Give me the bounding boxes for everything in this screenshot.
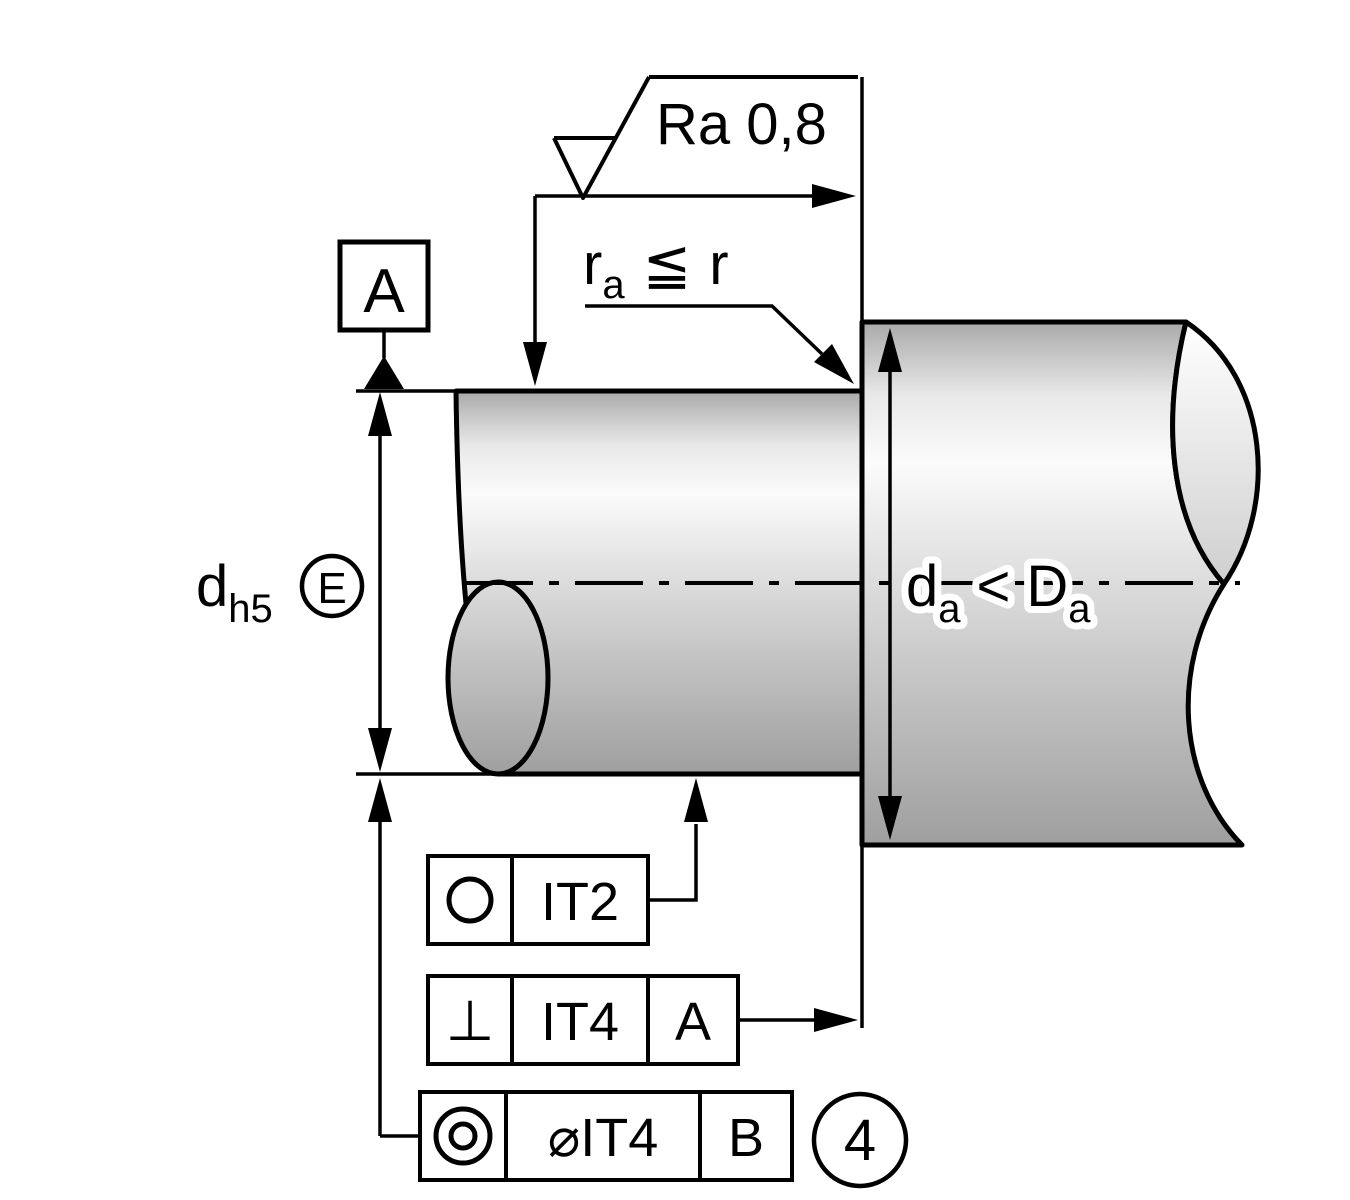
shoulder-diameter-comparator: < xyxy=(977,554,1011,619)
arrow-up-icon xyxy=(368,778,392,822)
fillet-note-reference: r xyxy=(709,232,728,297)
datum-frame xyxy=(337,239,431,333)
shoulder-diameter-right-base: D xyxy=(1026,554,1068,619)
shaft-break-ellipse xyxy=(445,579,551,777)
callout-circle-icon xyxy=(811,1091,909,1189)
datum-letter: A xyxy=(363,257,405,326)
surface-finish-callout: Ra 0,8 xyxy=(523,75,858,386)
arrow-right-icon xyxy=(814,1008,858,1032)
surface-roughness-label: Ra 0,8 xyxy=(656,92,827,157)
perpendicularity-symbol: ⊥ xyxy=(446,989,495,1052)
perpendicularity-frame: ⊥ IT4 A xyxy=(426,974,858,1066)
fillet-note-sub: a xyxy=(602,263,625,307)
seat-diameter-label: dh5 xyxy=(196,554,273,631)
fillet-note-base: r xyxy=(583,232,602,297)
coaxiality-tolerance: ⌀IT4 xyxy=(548,1108,659,1168)
circle-icon xyxy=(446,876,494,924)
arrow-down-icon xyxy=(523,342,547,386)
shaft-break-crescent xyxy=(1170,319,1261,587)
fillet-radius-note: ra≦r xyxy=(583,232,854,384)
arrow-right-icon xyxy=(812,184,856,208)
fillet-note-label: ra≦r xyxy=(583,232,729,307)
fillet-note-comparator: ≦ xyxy=(643,232,692,297)
seat-diameter-dimension: dh5 E xyxy=(196,392,512,776)
arrow-down-icon xyxy=(878,796,902,840)
callout-number-label: 4 xyxy=(844,1108,876,1173)
roundness-leader xyxy=(648,824,698,902)
shoulder-diameter-right-sub: a xyxy=(1068,587,1091,631)
arrow-up-icon xyxy=(878,328,902,372)
roundness-frame: IT2 xyxy=(426,778,708,946)
fillet-note-leader xyxy=(585,304,824,356)
concentric-circles-icon xyxy=(433,1106,493,1166)
shoulder-diameter-left-base: d xyxy=(906,554,938,619)
concentric-circles-icon-inner xyxy=(448,1121,478,1151)
arrow-down-right-icon xyxy=(814,344,854,384)
shoulder-diameter-dimension: da<Da xyxy=(878,328,1098,840)
arrow-down-icon xyxy=(368,728,392,772)
seat-diameter-sub: h5 xyxy=(228,587,273,631)
coaxiality-datum: B xyxy=(728,1108,764,1168)
coaxiality-frame-box xyxy=(418,1090,794,1182)
coaxiality-frame: ⌀IT4 B xyxy=(418,1090,794,1182)
shoulder-diameter-label: da<Da xyxy=(906,554,1091,631)
datum-a: A xyxy=(337,239,456,393)
arrow-up-icon xyxy=(368,392,392,436)
machined-surface-icon xyxy=(552,76,651,200)
roundness-frame-box xyxy=(426,854,650,946)
perpendicularity-tolerance: IT4 xyxy=(541,992,619,1052)
datum-triangle-icon xyxy=(364,356,404,389)
envelope-letter: E xyxy=(317,564,346,613)
perpendicularity-datum: A xyxy=(675,992,711,1052)
callout-number: 4 xyxy=(811,1091,909,1189)
arrow-up-icon xyxy=(684,778,708,822)
roundness-tolerance: IT2 xyxy=(541,872,619,932)
envelope-circle-icon xyxy=(299,553,365,619)
coaxiality-leader xyxy=(368,778,420,1138)
seat-diameter-base: d xyxy=(196,554,228,619)
shoulder-diameter-left-sub: a xyxy=(938,587,961,631)
